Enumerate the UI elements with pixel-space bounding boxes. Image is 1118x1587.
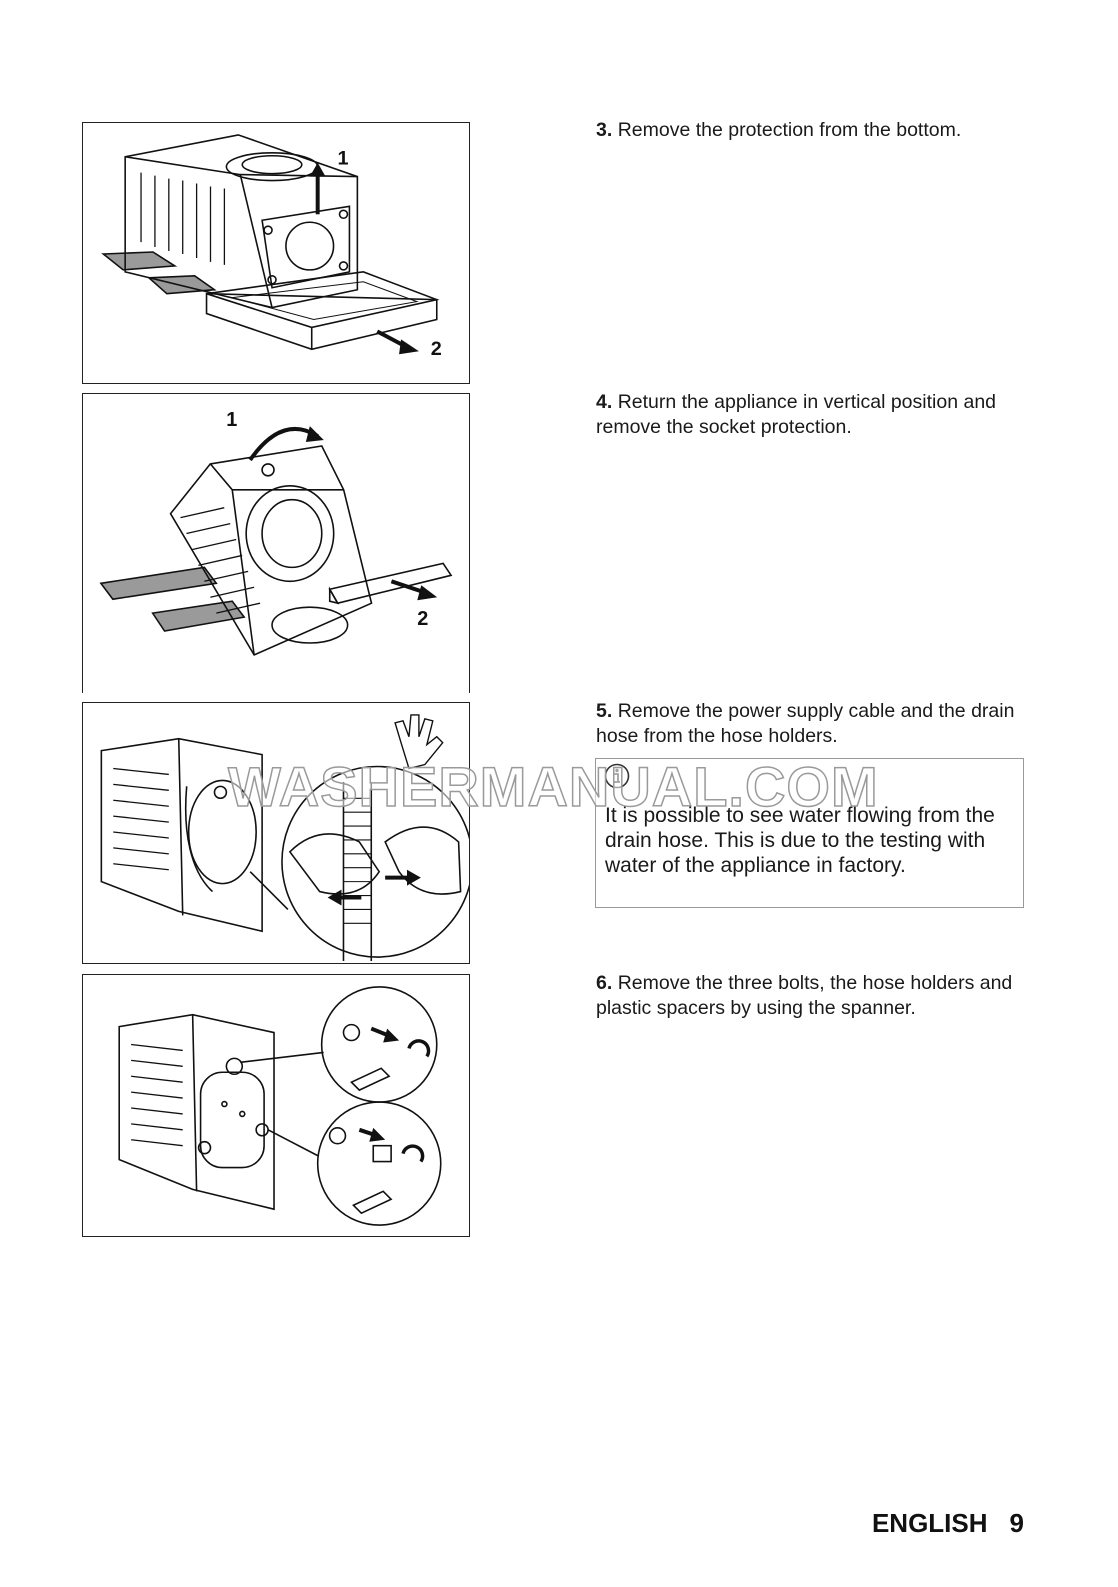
step-text: Return the appliance in vertical positio… bbox=[596, 391, 997, 438]
washer-bottom-protection-illustration: 1 2 bbox=[101, 134, 442, 360]
figure-step-5 bbox=[82, 702, 470, 964]
page-number: 9 bbox=[1009, 1508, 1024, 1538]
washer-tilt-socket-illustration: 1 2 bbox=[99, 409, 453, 656]
step-number: 3. bbox=[596, 119, 613, 141]
page-footer: ENGLISH 9 bbox=[872, 1508, 1024, 1539]
figure-step-6 bbox=[82, 974, 470, 1237]
callout-2: 2 bbox=[431, 338, 442, 360]
callout-2: 2 bbox=[417, 608, 428, 630]
step-number: 6. bbox=[596, 972, 613, 994]
figure-step-3: 1 2 bbox=[82, 122, 470, 384]
step-3-instruction: 3. Remove the protection from the bottom… bbox=[596, 118, 1026, 143]
footer-language: ENGLISH bbox=[871, 1508, 988, 1538]
step-text: Remove the power supply cable and the dr… bbox=[596, 700, 1015, 747]
info-icon bbox=[604, 763, 630, 789]
note-text: It is possible to see water flowing from… bbox=[605, 804, 995, 877]
step-number: 4. bbox=[596, 391, 613, 413]
step-text: Remove the three bolts, the hose holders… bbox=[596, 972, 1013, 1019]
callout-1: 1 bbox=[338, 148, 349, 170]
gloves-icon bbox=[394, 714, 444, 770]
washer-hose-holders-illustration bbox=[100, 714, 469, 962]
step-4-instruction: 4. Return the appliance in vertical posi… bbox=[596, 390, 1026, 440]
washer-bolts-spanner-illustration bbox=[118, 986, 442, 1226]
step-text: Remove the protection from the bottom. bbox=[617, 119, 962, 141]
callout-1: 1 bbox=[226, 409, 237, 431]
figure-step-4: 1 2 bbox=[82, 393, 470, 693]
step-6-instruction: 6. Remove the three bolts, the hose hold… bbox=[596, 971, 1026, 1021]
step-5-instruction: 5. Remove the power supply cable and the… bbox=[596, 699, 1026, 749]
step-number: 5. bbox=[596, 700, 613, 722]
watermark-text: WASHERMANUAL.COM bbox=[227, 754, 879, 819]
info-note: It is possible to see water flowing from… bbox=[595, 758, 1024, 908]
